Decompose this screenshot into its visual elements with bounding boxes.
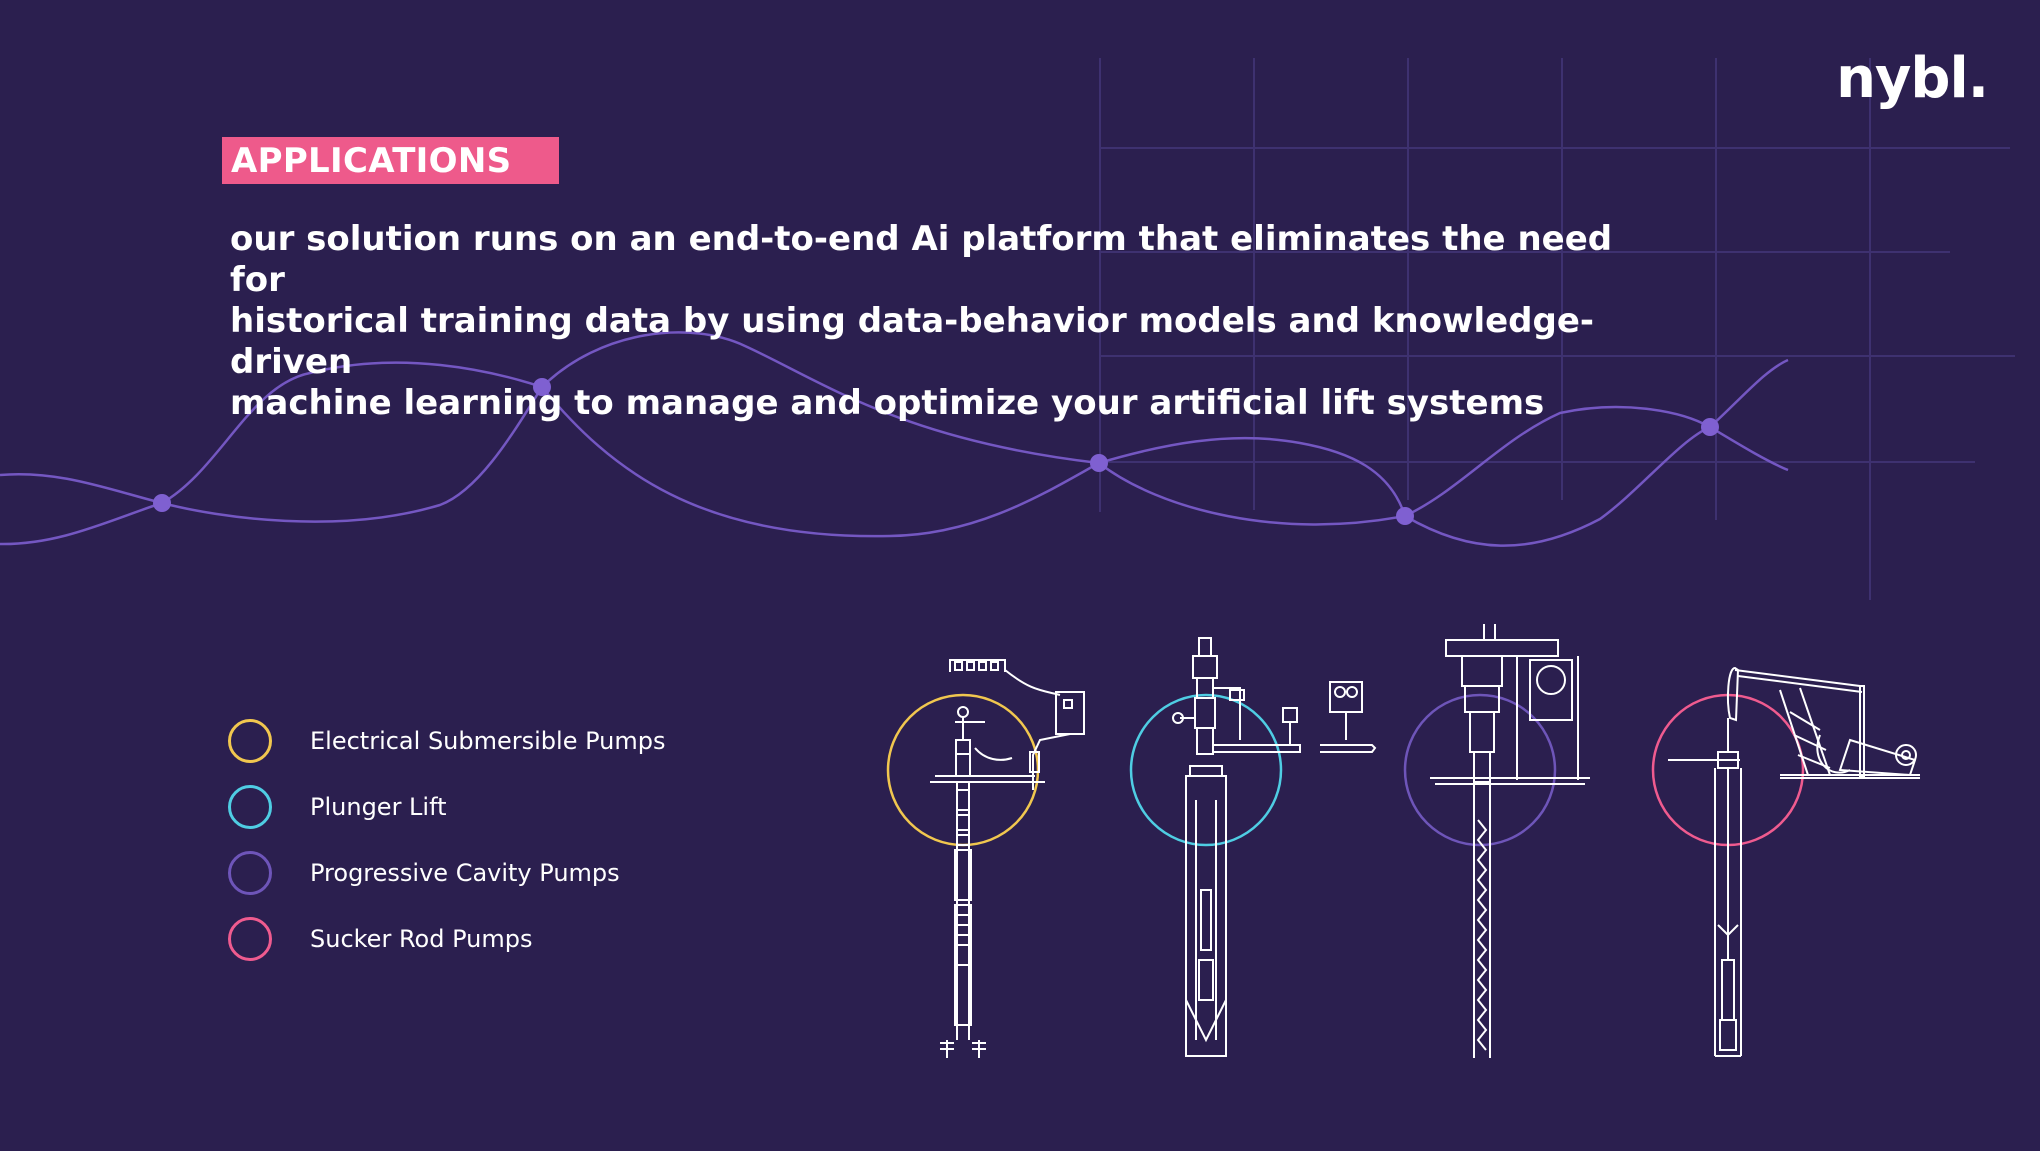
legend-label: Electrical Submersible Pumps <box>310 727 666 755</box>
legend-label: Sucker Rod Pumps <box>310 925 533 953</box>
wave-node <box>1090 454 1108 472</box>
pcp-illustration <box>1403 624 1590 1058</box>
sucker-rod-illustration <box>1651 666 1920 1057</box>
wave-node <box>1396 507 1414 525</box>
headline-line-2: historical training data by using data-b… <box>230 301 1595 382</box>
pcp-highlight-ring <box>1403 693 1557 847</box>
purple-ring-icon <box>228 851 272 895</box>
headline-line-3: machine learning to manage and optimize … <box>230 383 1545 423</box>
nybl-logo: nybl. <box>1836 46 1989 111</box>
applications-tag: APPLICATIONS <box>222 137 560 184</box>
plunger-lift-illustration <box>1129 637 1377 1057</box>
headline-line-1: our solution runs on an end-to-end Ai pl… <box>230 219 1613 300</box>
background-grid <box>1099 58 2015 600</box>
wave-nodes <box>153 378 1719 525</box>
legend-item-srp: Sucker Rod Pumps <box>228 914 665 964</box>
cyan-ring-icon <box>228 785 272 829</box>
esp-pump-illustration <box>886 659 1085 1058</box>
legend-item-pcp: Progressive Cavity Pumps <box>228 848 665 898</box>
applications-legend: Electrical Submersible Pumps Plunger Lif… <box>228 716 665 980</box>
yellow-ring-icon <box>228 719 272 763</box>
wave-node <box>533 378 551 396</box>
plunger-highlight-ring <box>1129 693 1283 847</box>
pink-ring-icon <box>228 917 272 961</box>
wave-lines <box>0 331 1789 547</box>
headline: our solution runs on an end-to-end Ai pl… <box>230 219 1670 424</box>
legend-label: Progressive Cavity Pumps <box>310 859 620 887</box>
legend-label: Plunger Lift <box>310 793 447 821</box>
legend-item-plunger-lift: Plunger Lift <box>228 782 665 832</box>
legend-item-esp: Electrical Submersible Pumps <box>228 716 665 766</box>
wave-node <box>1701 418 1719 436</box>
wave-node <box>153 494 171 512</box>
